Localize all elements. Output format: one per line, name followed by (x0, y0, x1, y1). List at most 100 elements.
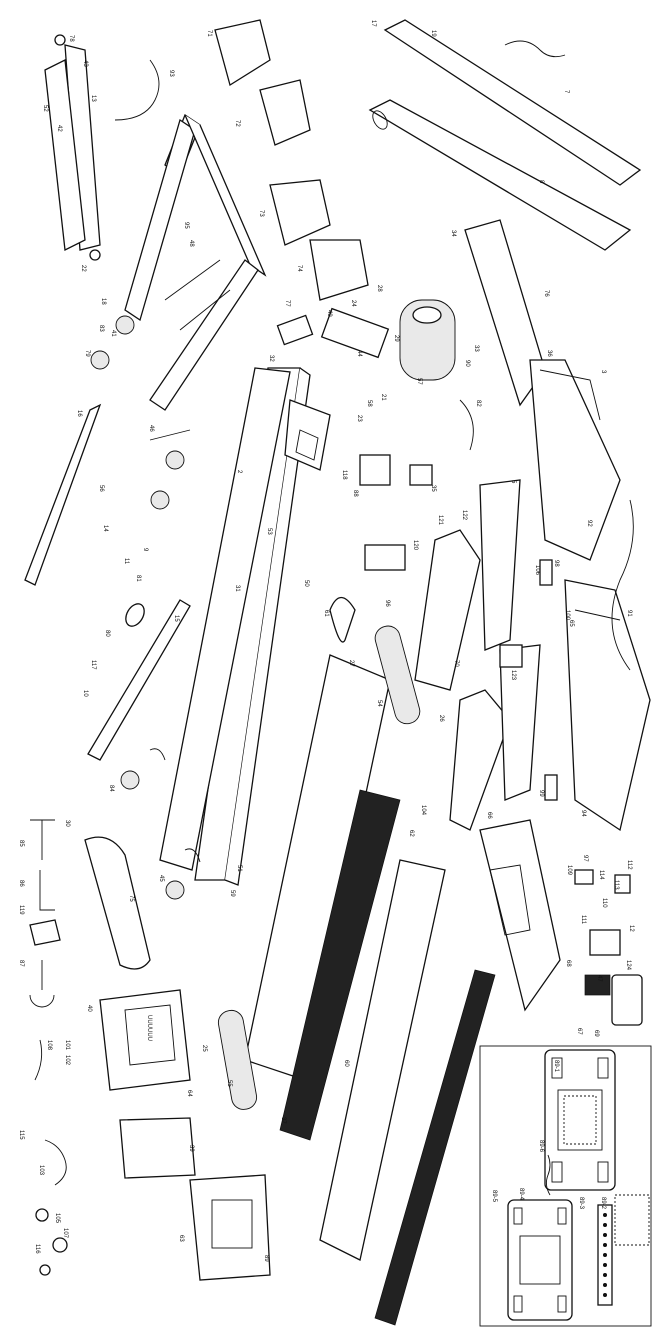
part-label-79: 79 (84, 350, 90, 357)
part-label-22: 22 (80, 265, 86, 272)
part-label-11: 11 (123, 558, 129, 565)
part-label-89: 89 (263, 1255, 269, 1262)
part-label-37: 37 (280, 1117, 286, 1124)
part-label-119: 119 (18, 905, 24, 915)
upright-frame (124, 114, 267, 441)
part-label-44: 44 (356, 350, 362, 357)
part-label-2: 2 (236, 470, 242, 474)
part-label-13: 13 (90, 95, 96, 102)
part-label-21: 21 (380, 394, 386, 401)
part-label-76: 76 (543, 290, 549, 297)
part-label-65: 65 (568, 620, 574, 627)
inset-label-89-2: 89-2 (600, 1197, 606, 1210)
part-label-84: 84 (108, 785, 114, 792)
part-label-103: 103 (38, 1165, 44, 1176)
part-label-78: 78 (68, 35, 74, 42)
part-label-40: 40 (86, 1005, 92, 1012)
part-label-19: 19 (430, 30, 436, 37)
part-label-124: 124 (625, 960, 631, 971)
part-label-118: 118 (341, 470, 347, 480)
part-label-32: 32 (268, 355, 274, 362)
part-label-31: 31 (234, 585, 240, 592)
part-label-88: 88 (352, 490, 358, 497)
right-side-covers (464, 219, 651, 1012)
part-label-29: 29 (393, 335, 399, 342)
inset-label-89-1: 89-1 (553, 1060, 559, 1073)
part-label-7: 7 (563, 90, 569, 94)
part-label-68: 68 (565, 960, 571, 967)
part-label-81: 81 (135, 575, 141, 582)
part-label-50: 50 (303, 580, 309, 587)
part-label-36: 36 (546, 350, 552, 357)
part-label-87: 87 (18, 960, 24, 967)
part-label-51: 51 (236, 865, 242, 872)
running-deck (244, 654, 496, 1326)
part-label-120: 120 (412, 540, 418, 551)
part-label-54: 54 (376, 700, 382, 707)
part-label-56: 56 (98, 485, 104, 492)
part-label-35: 35 (430, 485, 436, 492)
part-label-61: 61 (323, 610, 329, 617)
part-label-12: 12 (628, 925, 634, 932)
part-label-96: 96 (384, 600, 390, 607)
part-label-104: 104 (420, 805, 426, 816)
inset-label-89-6: 89-6 (538, 1140, 544, 1153)
part-label-64: 64 (186, 1090, 192, 1097)
bottom-left-assemblies: UUUUUU (84, 836, 271, 1281)
inset-label-89-3: 89-3 (578, 1197, 584, 1210)
part-label-71: 71 (206, 30, 212, 37)
part-label-109: 109 (566, 865, 572, 876)
part-label-121: 121 (437, 515, 443, 526)
console-detail-inset: 89-1 89-2 89-3 89-4 89-5 89-6 (479, 1045, 652, 1327)
part-label-69: 69 (593, 1030, 599, 1037)
part-label-55: 55 (226, 1080, 232, 1087)
part-label-9: 9 (142, 548, 148, 552)
part-label-74: 74 (296, 265, 302, 272)
part-label-62: 62 (408, 830, 414, 837)
part-label-14: 14 (102, 525, 108, 532)
part-label-92: 92 (586, 520, 592, 527)
part-label-53: 53 (266, 528, 272, 535)
part-label-26: 26 (438, 715, 444, 722)
part-label-10: 10 (82, 690, 88, 697)
part-label-33: 33 (473, 345, 479, 352)
part-label-63: 63 (178, 1235, 184, 1242)
part-label-24: 24 (350, 300, 356, 307)
part-label-113: 113 (613, 880, 619, 890)
upright-tubes (414, 479, 541, 831)
part-label-100: 100 (564, 610, 570, 621)
part-label-15: 15 (173, 615, 179, 622)
part-label-110: 110 (601, 898, 607, 908)
part-label-112: 112 (626, 860, 632, 870)
part-label-123: 123 (510, 670, 516, 681)
part-label-48: 48 (188, 240, 194, 247)
part-label-97: 97 (582, 855, 588, 862)
part-label-30: 30 (64, 820, 70, 827)
part-label-85: 85 (18, 840, 24, 847)
part-label-46: 46 (148, 425, 154, 432)
part-label-60: 60 (343, 1060, 349, 1067)
drive-belt (329, 596, 356, 643)
part-label-117: 117 (90, 660, 96, 670)
part-label-111: 111 (580, 915, 586, 925)
part-label-98: 98 (553, 560, 559, 567)
part-label-39: 39 (188, 1145, 194, 1152)
motor-cover-parts (214, 19, 369, 301)
part-label-49: 49 (326, 310, 332, 317)
part-label-91: 91 (626, 610, 632, 617)
part-label-52: 52 (42, 105, 48, 112)
console-lettering: UUUUUU (146, 1015, 152, 1041)
part-label-3: 3 (600, 370, 606, 374)
part-label-67: 67 (576, 1028, 582, 1035)
part-label-34: 34 (450, 230, 456, 237)
part-label-115: 115 (18, 1130, 24, 1140)
part-label-47: 47 (596, 975, 602, 982)
part-label-122: 122 (461, 510, 467, 521)
part-label-94: 94 (580, 810, 586, 817)
part-label-66: 66 (486, 812, 492, 819)
part-label-75: 75 (128, 895, 134, 902)
part-label-42: 42 (56, 125, 62, 132)
part-label-102: 102 (64, 1055, 70, 1066)
part-label-45: 45 (158, 875, 164, 882)
